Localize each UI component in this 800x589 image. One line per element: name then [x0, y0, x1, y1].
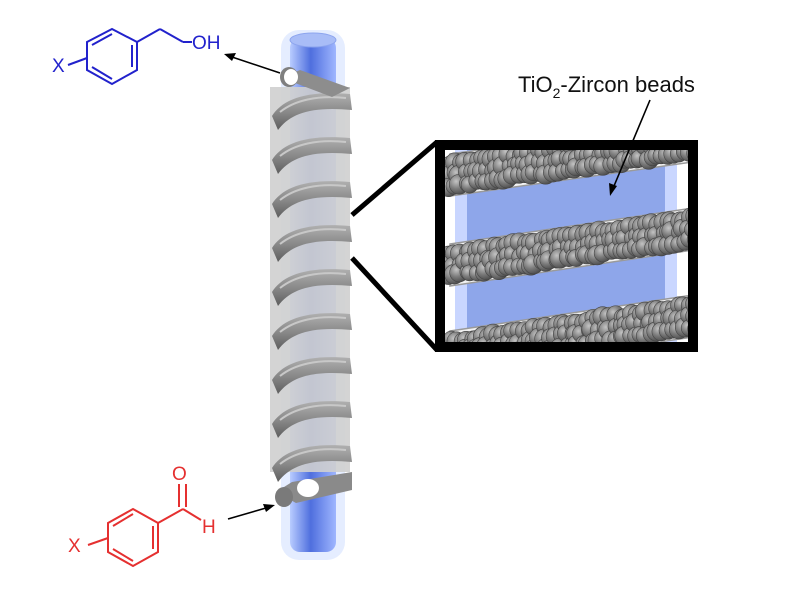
- coil-turn: [272, 93, 352, 130]
- coil-turn: [272, 313, 352, 350]
- beads-pointer-arrow: [609, 99, 651, 196]
- zircon-bead: [663, 123, 683, 143]
- bottom-substituent-label: X: [68, 536, 81, 557]
- tubing-coil: [272, 93, 352, 482]
- zircon-bead: [652, 124, 670, 142]
- coil-turn: [272, 137, 352, 174]
- zircon-bead: [686, 150, 688, 159]
- zircon-bead: [684, 222, 688, 237]
- beads-label-subscript: 2: [553, 85, 561, 101]
- zircon-bead: [440, 353, 457, 370]
- beads-label-prefix: TiO: [518, 72, 553, 97]
- zircon-bead: [679, 150, 688, 162]
- coil-turn: [272, 445, 352, 482]
- aldehyde-hydrogen-label: H: [202, 517, 216, 538]
- zircon-bead: [658, 123, 675, 140]
- bottom-tube-end: [275, 472, 352, 507]
- feed-arrow: [227, 504, 275, 520]
- zoom-lines: [350, 140, 439, 352]
- coil-turn: [272, 269, 352, 306]
- zircon-bead: [454, 351, 473, 370]
- benzene-ring: [107, 507, 159, 568]
- top-substituent-label: X: [52, 56, 65, 77]
- coil-highlight: [279, 96, 347, 113]
- zircon-bead: [680, 319, 688, 337]
- coil-highlight: [279, 272, 347, 289]
- coil-turn: [272, 357, 352, 394]
- zircon-bead: [476, 350, 492, 366]
- zircon-bead: [677, 124, 694, 141]
- zircon-bead: [445, 354, 464, 373]
- coil-highlight: [279, 360, 347, 377]
- beads-label-suffix: -Zircon beads: [560, 72, 695, 97]
- coil-turn: [272, 225, 352, 262]
- zircon-bead: [687, 325, 688, 333]
- zircon-bead: [685, 209, 688, 223]
- zircon-bead: [685, 309, 688, 323]
- zircon-bead: [680, 120, 698, 138]
- bead-tubes: [440, 119, 708, 373]
- zircon-bead: [690, 119, 708, 137]
- inset-magnification: [435, 119, 708, 373]
- coil-turn: [272, 181, 352, 218]
- zircon-bead: [477, 350, 496, 369]
- inset-frame: [435, 140, 698, 352]
- coil-highlight: [279, 316, 347, 333]
- zircon-bead: [485, 350, 502, 367]
- top-tube-end: [280, 67, 350, 97]
- zircon-bead: [450, 353, 468, 371]
- zircon-bead: [684, 122, 702, 140]
- zircon-bead: [685, 297, 688, 311]
- coil-turn: [272, 401, 352, 438]
- zircon-bead: [686, 234, 688, 244]
- hydroxyl-label: OH: [192, 33, 221, 54]
- benzyl-alcohol-structure: [67, 27, 192, 86]
- carbonyl-oxygen-label: O: [172, 464, 187, 485]
- beads-label: TiO2-Zircon beads: [518, 72, 695, 101]
- product-arrow: [224, 53, 281, 74]
- coil-highlight: [279, 404, 347, 421]
- zircon-bead: [669, 124, 687, 142]
- benzene-ring: [86, 27, 138, 86]
- coil-highlight: [279, 184, 347, 201]
- benzaldehyde-structure: [87, 484, 202, 568]
- coil-highlight: [279, 140, 347, 157]
- coil-highlight: [279, 228, 347, 245]
- coil-highlight: [279, 448, 347, 465]
